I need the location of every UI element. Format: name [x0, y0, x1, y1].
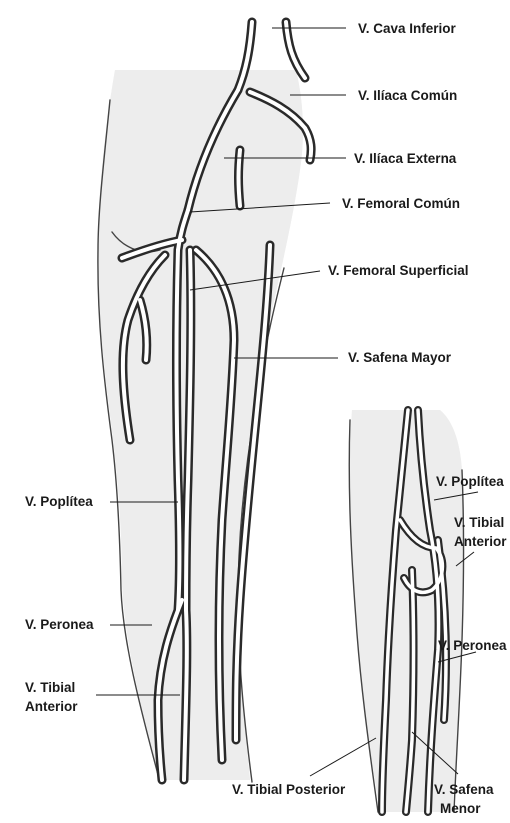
- label-tibial-anterior-left-line1: V. Tibial: [25, 680, 75, 695]
- label-iliaca-comun: V. Ilíaca Común: [358, 88, 457, 103]
- label-cava-inferior: V. Cava Inferior: [358, 21, 457, 36]
- label-safena-menor-line1: V. Safena: [434, 782, 494, 797]
- leader-tibial-posterior: [310, 738, 376, 776]
- label-safena-menor-line2: Menor: [440, 801, 481, 816]
- label-poplitea-left: V. Poplítea: [25, 494, 93, 509]
- label-femoral-superficial: V. Femoral Superficial: [328, 263, 469, 278]
- label-tibial-anterior-left-line2: Anterior: [25, 699, 78, 714]
- label-tibial-anterior-right-line2: Anterior: [454, 534, 507, 549]
- label-femoral-comun: V. Femoral Común: [342, 196, 460, 211]
- label-peronea-right: V. Peronea: [438, 638, 507, 653]
- label-iliaca-externa: V. Ilíaca Externa: [354, 151, 457, 166]
- label-peronea-left: V. Peronea: [25, 617, 94, 632]
- label-tibial-posterior: V. Tibial Posterior: [232, 782, 346, 797]
- label-poplitea-right: V. Poplítea: [436, 474, 504, 489]
- label-tibial-anterior-right-line1: V. Tibial: [454, 515, 504, 530]
- label-safena-mayor: V. Safena Mayor: [348, 350, 452, 365]
